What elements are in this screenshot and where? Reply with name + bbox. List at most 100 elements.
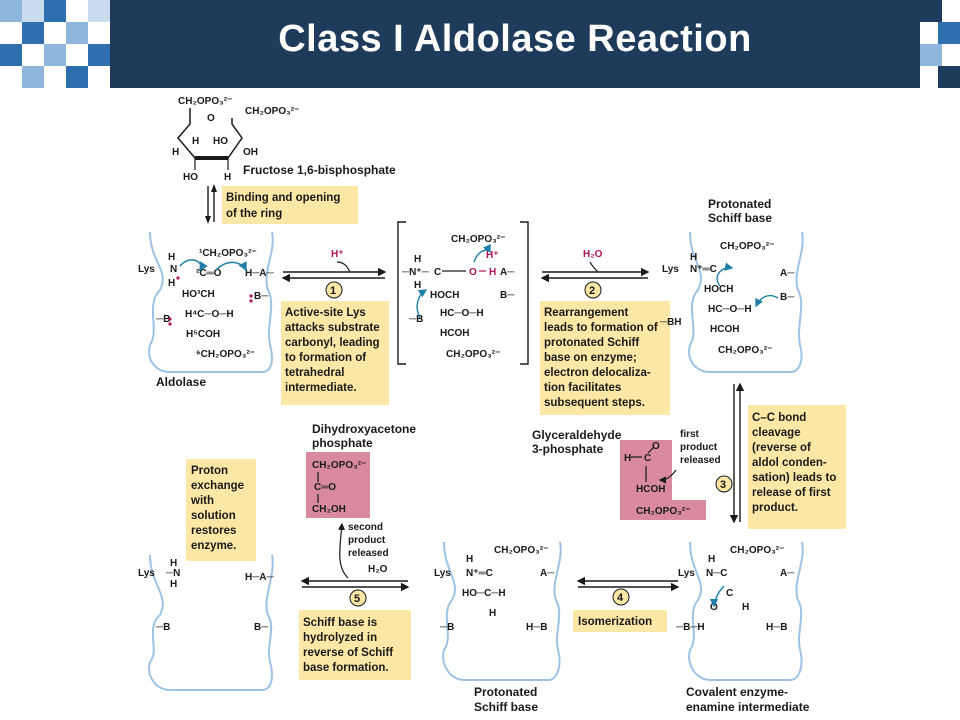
- svg-text:leads to formation of: leads to formation of: [544, 322, 658, 334]
- svg-text:─N: ─N: [165, 568, 180, 579]
- svg-text:second: second: [348, 522, 383, 533]
- svg-text:H: H: [168, 252, 175, 263]
- deco-square: [88, 0, 110, 22]
- svg-text:Rearrangement: Rearrangement: [544, 307, 629, 319]
- svg-text:H⁴C─O─H: H⁴C─O─H: [185, 309, 234, 320]
- svg-text:H: H: [170, 558, 177, 569]
- enzyme-pocket-aldolase: Lys H N H ¹CH₂OPO₃²⁻ ²C═O HO³CH H⁴C─O─H …: [138, 231, 275, 373]
- svg-text:CH₂OPO₃²⁻: CH₂OPO₃²⁻: [636, 506, 690, 517]
- svg-text:H: H: [414, 254, 421, 265]
- svg-text:HCOH: HCOH: [440, 328, 469, 339]
- svg-text:CH₂OPO₃²⁻: CH₂OPO₃²⁻: [245, 106, 299, 117]
- svg-text:B─: B─: [780, 292, 795, 303]
- svg-text:C: C: [726, 588, 733, 599]
- svg-text:─B: ─B: [439, 622, 454, 633]
- svg-text:H⁺: H⁺: [486, 250, 499, 261]
- svg-text:─B: ─B: [155, 622, 170, 633]
- svg-text:N─C: N─C: [706, 568, 728, 579]
- svg-text:CH₂OPO₃²⁻: CH₂OPO₃²⁻: [178, 96, 232, 107]
- svg-text:─B: ─B: [408, 314, 423, 325]
- enamine-intermediate: Lys H N─C CH₂OPO₃²⁻ C H O A─ ─B─H H─B Co…: [675, 541, 810, 714]
- binding-equilibrium-arrows: [205, 184, 217, 224]
- svg-text:HCOH: HCOH: [636, 484, 665, 495]
- svg-text:HO: HO: [183, 172, 198, 183]
- svg-text:A─: A─: [780, 268, 795, 279]
- svg-text:H: H: [742, 602, 749, 613]
- svg-text:⁶CH₂OPO₃²⁻: ⁶CH₂OPO₃²⁻: [196, 349, 255, 360]
- svg-text:O: O: [207, 113, 215, 124]
- svg-text:N⁺═C: N⁺═C: [466, 568, 493, 579]
- svg-text:H: H: [414, 280, 421, 291]
- page-title: Class I Aldolase Reaction: [278, 18, 752, 60]
- svg-text:cleavage: cleavage: [752, 427, 801, 439]
- deco-square: [22, 66, 44, 88]
- svg-text:Proton: Proton: [191, 465, 228, 477]
- svg-text:─BH: ─BH: [659, 317, 682, 328]
- svg-text:5: 5: [354, 593, 360, 605]
- svg-text:H: H: [224, 172, 231, 183]
- svg-text:1: 1: [330, 285, 336, 297]
- svg-text:electron delocaliza-: electron delocaliza-: [544, 367, 651, 379]
- svg-text:subsequent steps.: subsequent steps.: [544, 397, 645, 409]
- deco-square: [44, 44, 66, 66]
- dihydroxyacetone-phosphate: Dihydroxyacetone phosphate CH₂OPO₃²⁻ C═O…: [306, 422, 416, 518]
- svg-text:first: first: [680, 429, 700, 440]
- svg-text:2: 2: [589, 285, 595, 297]
- svg-text:Schiff base: Schiff base: [708, 211, 772, 225]
- step-3-note: C–C bond cleavage (reverse of aldol cond…: [748, 405, 846, 529]
- svg-text:attacks substrate: attacks substrate: [285, 322, 380, 334]
- enzyme-pocket-restored: Lys H ─N H H─A─ ─B B─: [138, 554, 275, 691]
- deco-square: [66, 22, 88, 44]
- svg-text:H─A─: H─A─: [245, 572, 275, 583]
- svg-text:3-phosphate: 3-phosphate: [532, 442, 604, 456]
- step-2-note: Rearrangement leads to formation of prot…: [540, 301, 670, 415]
- step-4-note: Isomerization: [573, 610, 667, 632]
- svg-text:A─: A─: [500, 267, 515, 278]
- svg-text:H: H: [168, 278, 175, 289]
- aldolase-label: Aldolase: [156, 375, 206, 389]
- svg-text:Lys: Lys: [662, 264, 679, 275]
- deco-square: [88, 44, 110, 66]
- svg-text:HOCH: HOCH: [430, 290, 459, 301]
- svg-text:enamine intermediate: enamine intermediate: [686, 700, 810, 714]
- svg-text:Covalent enzyme-: Covalent enzyme-: [686, 685, 788, 699]
- svg-text:CH₂OPO₃²⁻: CH₂OPO₃²⁻: [718, 345, 772, 356]
- svg-text:HCOH: HCOH: [710, 324, 739, 335]
- svg-text:H: H: [708, 554, 715, 565]
- svg-text:product: product: [348, 535, 386, 546]
- svg-text:of the ring: of the ring: [226, 208, 282, 220]
- svg-text:Active-site Lys: Active-site Lys: [285, 307, 366, 319]
- svg-text:N⁺═C: N⁺═C: [690, 264, 717, 275]
- svg-text:CH₂OH: CH₂OH: [312, 504, 346, 515]
- title-bar: [110, 0, 920, 88]
- svg-text:hydrolyzed in: hydrolyzed in: [303, 632, 377, 644]
- svg-text:Dihydroxyacetone: Dihydroxyacetone: [312, 422, 416, 436]
- svg-text:H─B: H─B: [526, 622, 548, 633]
- fructose-bisphosphate-structure: CH₂OPO₃²⁻ CH₂OPO₃²⁻ O H HO H OH HO H Fru…: [172, 96, 396, 183]
- svg-text:¹CH₂OPO₃²⁻: ¹CH₂OPO₃²⁻: [199, 248, 257, 259]
- svg-text:C: C: [434, 267, 441, 278]
- svg-text:enzyme.: enzyme.: [191, 540, 236, 552]
- svg-text:CH₂OPO₃²⁻: CH₂OPO₃²⁻: [451, 234, 505, 245]
- svg-text:O: O: [469, 267, 477, 278]
- svg-text:carbonyl, leading: carbonyl, leading: [285, 337, 380, 349]
- svg-text:H⁵COH: H⁵COH: [186, 329, 220, 340]
- svg-text:Protonated: Protonated: [708, 197, 771, 211]
- step-3-arrows: 3: [715, 382, 745, 524]
- step-1-arrows: H⁺ 1: [281, 249, 387, 299]
- svg-text:release of first: release of first: [752, 487, 831, 499]
- svg-text:OH: OH: [243, 147, 258, 158]
- svg-text:─B─H: ─B─H: [675, 622, 705, 633]
- protonated-schiff-base-bottom: Lys H N⁺═C CH₂OPO₃²⁻ HO─C─H H A─ ─B H─B …: [434, 541, 562, 714]
- svg-text:4: 4: [617, 592, 624, 604]
- svg-text:H: H: [690, 252, 697, 263]
- svg-text:restores: restores: [191, 525, 236, 537]
- svg-text:intermediate.: intermediate.: [285, 382, 357, 394]
- svg-text:H─B: H─B: [766, 622, 788, 633]
- svg-text:H: H: [172, 147, 179, 158]
- deco-square: [920, 0, 942, 22]
- svg-text:H─A─: H─A─: [245, 268, 275, 279]
- svg-text:O: O: [710, 602, 718, 613]
- svg-text:protonated Schiff: protonated Schiff: [544, 337, 639, 349]
- svg-text:to formation of: to formation of: [285, 352, 366, 364]
